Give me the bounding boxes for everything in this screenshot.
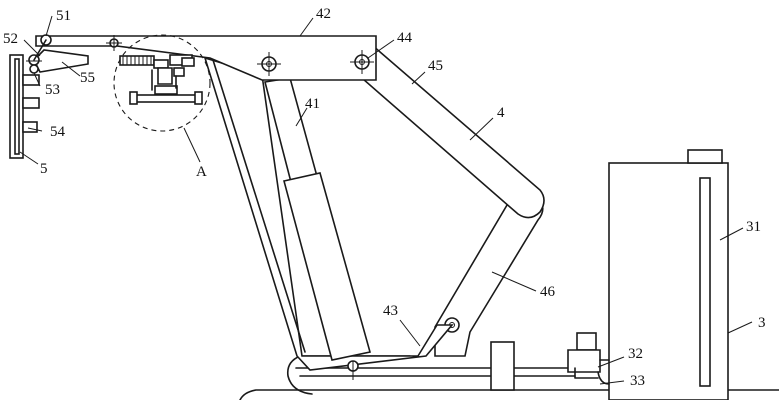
cylinder [264,77,372,380]
support-post [490,341,515,391]
label-43: 43 [383,303,398,319]
nozzle-head [9,34,89,159]
leader-lines [19,15,753,385]
label-46: 46 [540,284,556,300]
label-3: 3 [758,315,766,331]
label-54: 54 [50,124,66,140]
label-32: 32 [628,346,643,362]
tank [608,149,729,400]
label-51: 51 [56,8,71,24]
main-frame [203,56,454,371]
label-55: 55 [80,70,95,86]
label-45: 45 [428,58,443,74]
label-42: 42 [316,6,331,22]
labels: 51 52 53 54 5 55 42 44 45 41 4 A 43 46 3… [3,6,766,389]
pump [567,332,610,385]
label-41: 41 [305,96,320,112]
label-53: 53 [45,82,60,98]
boom [35,35,377,81]
label-33: 33 [630,373,645,389]
label-4: 4 [497,105,505,121]
diagonal-arm [353,43,545,219]
label-44: 44 [397,30,413,46]
detail-a [113,34,211,132]
label-31: 31 [746,219,761,235]
label-52: 52 [3,31,18,47]
label-5: 5 [40,161,48,177]
label-a: A [196,164,207,180]
